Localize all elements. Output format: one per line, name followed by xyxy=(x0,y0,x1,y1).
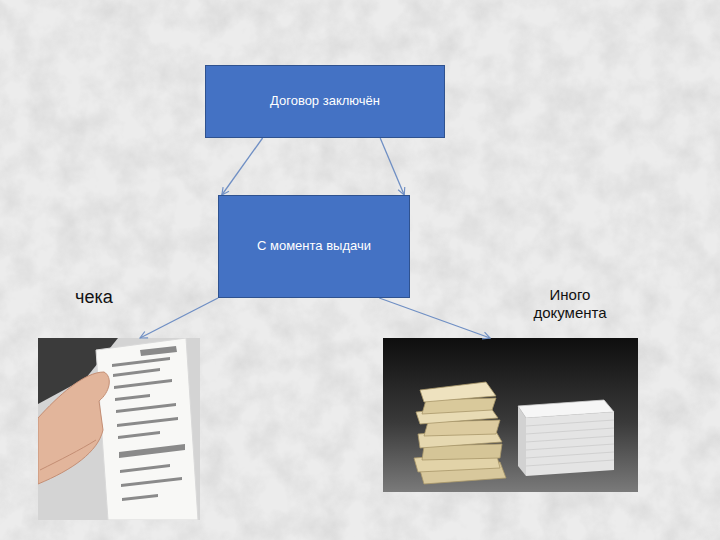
box-label: С момента выдачи xyxy=(249,238,379,254)
box-label: Договор заключён xyxy=(262,93,388,109)
process-box: Договор заключён xyxy=(205,65,445,138)
process-box: С момента выдачи xyxy=(218,195,410,298)
neat-paper-stack xyxy=(518,400,614,476)
hand xyxy=(38,372,109,484)
receipt-photo xyxy=(38,338,200,520)
arrow-connector xyxy=(140,298,218,338)
receipt-print xyxy=(112,346,185,501)
messy-paper-stack xyxy=(414,382,506,484)
hand-crease xyxy=(40,440,96,470)
arrow-connector xyxy=(379,298,490,338)
papers-photo xyxy=(383,338,638,492)
picture-caption: Иного документа xyxy=(520,286,620,322)
receipt-picture: чека xyxy=(38,338,200,520)
photo-ground xyxy=(38,338,200,520)
photo-ground xyxy=(383,338,638,492)
receipt-paper xyxy=(96,338,198,520)
arrow-connector xyxy=(380,138,404,195)
picture-caption: чека xyxy=(75,287,113,309)
arrow-connector xyxy=(222,138,263,195)
document-picture: Иного документа xyxy=(383,338,638,492)
